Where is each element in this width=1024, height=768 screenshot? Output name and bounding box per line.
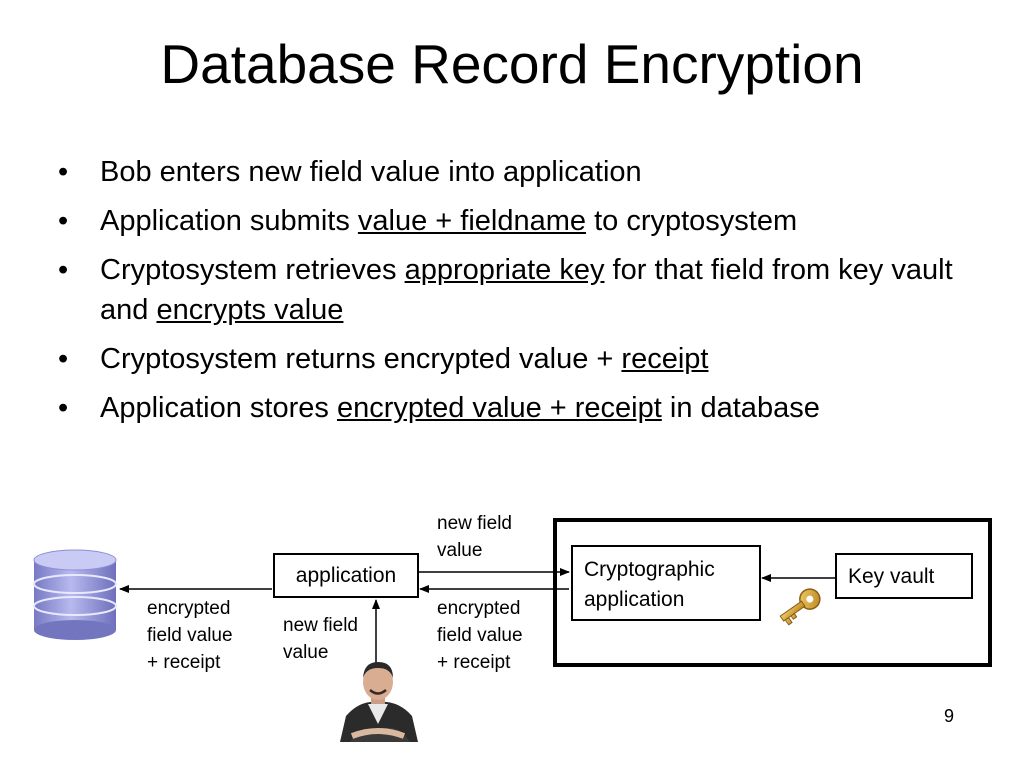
crypto-box-label-line2: application <box>584 588 685 611</box>
application-box: application <box>273 553 419 598</box>
person-photo <box>340 662 418 742</box>
label-encrypted-right: encrypted field value + receipt <box>437 598 523 673</box>
bullet-dot: • <box>58 156 69 188</box>
bullet-dot: • <box>58 392 69 424</box>
bullet-item: •Application stores encrypted value + re… <box>58 388 988 428</box>
bullet-dot: • <box>58 254 69 286</box>
label-new-field-value-top: new field value <box>437 513 512 561</box>
key-vault-box: Key vault <box>835 553 973 599</box>
label-encrypted-left: encrypted field value + receipt <box>147 598 233 673</box>
bullet-item: •Bob enters new field value into applica… <box>58 152 988 192</box>
bullet-dot: • <box>58 205 69 237</box>
slide-title: Database Record Encryption <box>160 33 864 95</box>
bullet-list: •Bob enters new field value into applica… <box>58 152 988 437</box>
bullet-dot: • <box>58 343 69 375</box>
cryptographic-application-box: Cryptographic application <box>571 545 761 621</box>
bullet-item: •Application submits value + fieldname t… <box>58 201 988 241</box>
key-vault-box-label: Key vault <box>848 565 935 588</box>
application-box-label: application <box>295 564 397 587</box>
crypto-box-label-line1: Cryptographic <box>584 558 715 581</box>
page-number: 9 <box>944 706 955 726</box>
bullet-item: •Cryptosystem returns encrypted value + … <box>58 339 988 379</box>
label-new-field-value-bob: new field value <box>283 615 358 663</box>
bullet-item: •Cryptosystem retrieves appropriate key … <box>58 250 988 330</box>
key-icon <box>779 588 821 626</box>
cryptosystem-frame <box>553 518 992 667</box>
database-icon <box>33 549 117 640</box>
